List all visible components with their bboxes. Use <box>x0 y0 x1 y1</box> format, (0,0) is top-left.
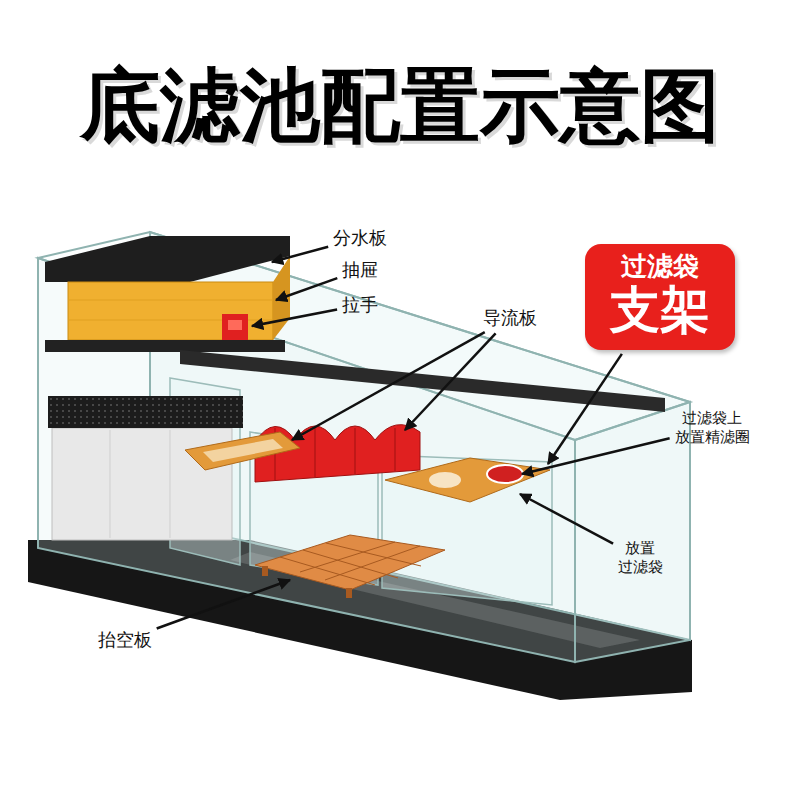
shelf-rail <box>180 350 665 412</box>
part-label: 分水板 <box>333 226 387 249</box>
top-plate <box>45 236 290 282</box>
bag-bracket-left <box>185 432 300 470</box>
part-label: 抬空板 <box>98 628 152 651</box>
leader-line <box>520 494 613 544</box>
box-body: 支架 <box>603 282 717 340</box>
leader-line <box>252 309 337 326</box>
box-heading: 过滤袋 <box>603 252 717 282</box>
part-label: 导流板 <box>483 306 537 329</box>
bottom-grate <box>280 557 375 585</box>
part-label: 放置 过滤袋 <box>618 539 663 578</box>
flow-plate <box>315 428 316 477</box>
bag-bracket-left <box>185 432 300 470</box>
leader-line <box>405 333 496 430</box>
part-label: 拉手 <box>342 293 378 316</box>
leader-line <box>522 438 670 474</box>
shelf-rail <box>45 340 285 352</box>
drawer-handle <box>228 320 242 330</box>
leader-line <box>157 580 290 628</box>
bag-bracket-right <box>487 465 523 483</box>
bottom-grate <box>262 566 268 576</box>
left-chamber <box>48 396 243 428</box>
bottom-grate <box>300 542 395 572</box>
left-chamber <box>110 430 111 538</box>
leader-line <box>272 247 328 262</box>
bag-bracket-right <box>429 472 461 488</box>
flow-plate <box>395 428 396 471</box>
part-label: 抽屉 <box>342 258 378 281</box>
bottom-grate <box>325 546 420 580</box>
bottom-grate <box>255 535 445 598</box>
drawer-handle <box>222 314 248 344</box>
drawer <box>68 300 273 301</box>
glass-divider <box>382 455 552 605</box>
left-chamber <box>52 428 232 540</box>
drawer-handle <box>222 314 248 344</box>
flow-plate <box>355 428 356 474</box>
leader-line <box>548 354 622 464</box>
leader-line <box>276 278 337 300</box>
leader-line <box>292 332 485 440</box>
shelf-rail <box>45 340 665 412</box>
callout-box: 过滤袋支架 <box>585 244 735 349</box>
part-label: 过滤袋上 放置精滤圈 <box>675 409 750 448</box>
bottom-grate <box>303 550 398 578</box>
bottom-grate <box>346 588 352 598</box>
bag-bracket-left <box>203 439 283 462</box>
top-plate <box>45 236 290 282</box>
title: 底滤池配置示意图 <box>80 62 720 150</box>
drawer <box>68 256 290 340</box>
left-chamber <box>170 430 171 538</box>
